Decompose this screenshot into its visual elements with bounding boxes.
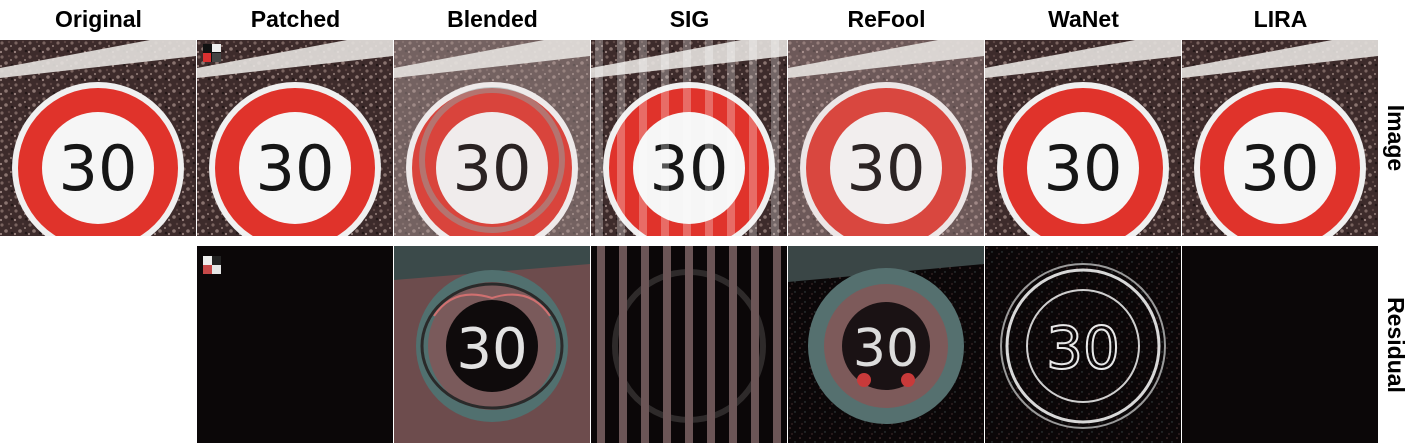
residual-trigger-patch	[203, 256, 221, 274]
residual-lira	[1182, 246, 1378, 443]
image-refool: 30	[788, 40, 984, 236]
residual-wanet: 30	[985, 246, 1181, 443]
residual-number-wanet: 30	[1046, 314, 1120, 382]
sign-number-patched: 30	[256, 132, 335, 205]
sig-residual-stripes	[597, 246, 781, 443]
image-sig: 30	[591, 40, 787, 236]
column-title-blended: Blended	[447, 6, 538, 32]
residual-patched	[197, 246, 393, 443]
residual-number-blended: 30	[456, 317, 527, 382]
column-title-refool: ReFool	[847, 6, 926, 32]
image-wanet: 30	[985, 40, 1181, 236]
trigger-patch	[203, 44, 221, 62]
column-title-original: Original	[55, 6, 142, 32]
row-label-image: Image	[1383, 104, 1409, 172]
image-lira: 30	[1182, 40, 1378, 236]
sign-number-blended: 30	[453, 132, 532, 205]
sign-number-wanet: 30	[1044, 132, 1123, 205]
column-title-patched: Patched	[250, 6, 341, 32]
residual-number-refool: 30	[853, 319, 919, 379]
column-title-lira: LIRA	[1253, 6, 1308, 32]
image-patched: 30	[197, 40, 393, 236]
column-title-wanet: WaNet	[1048, 6, 1119, 32]
sig-stripes	[595, 40, 779, 236]
sign-number-sig: 30	[650, 132, 729, 205]
sign-number-lira: 30	[1241, 132, 1320, 205]
sign-number-refool: 30	[847, 132, 926, 205]
row-label-residual: Residual	[1383, 297, 1409, 393]
residual-blended: 30	[394, 246, 590, 443]
column-title-sig: SIG	[669, 6, 710, 32]
image-original: 30	[0, 40, 196, 236]
image-blended: 30	[394, 40, 590, 236]
residual-refool: 30	[788, 246, 984, 443]
sign-number-original: 30	[59, 132, 138, 205]
residual-sig	[591, 246, 787, 443]
